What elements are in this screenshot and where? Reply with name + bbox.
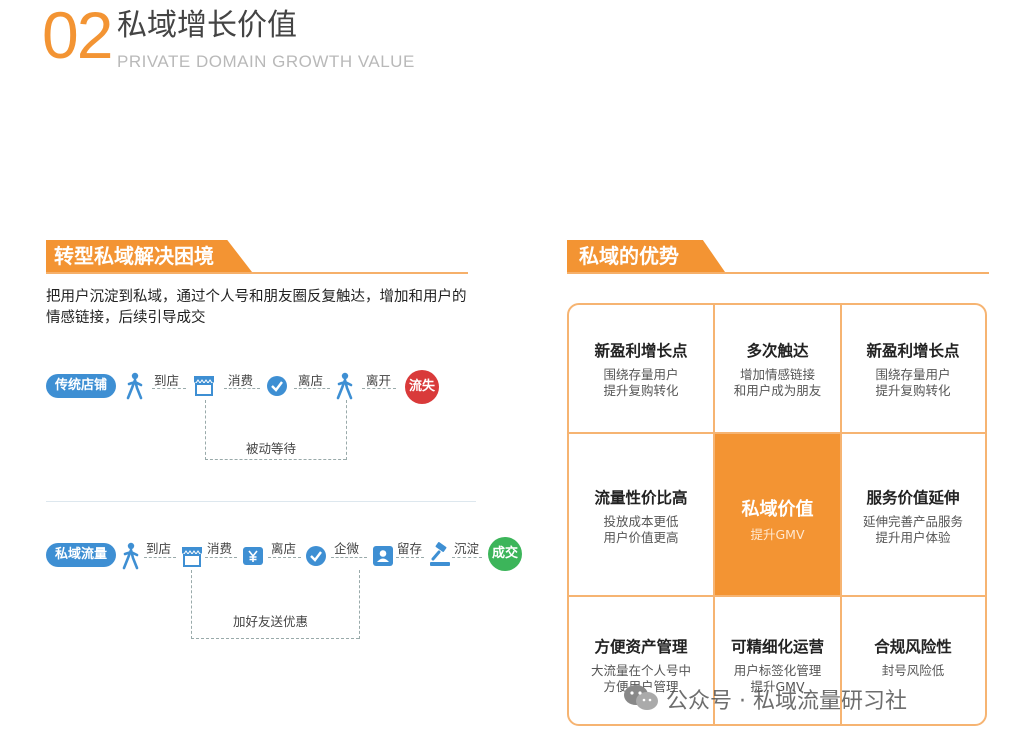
section-number: 02 [42,0,113,72]
flow-step-label: 消费 [228,373,254,388]
store-icon [180,545,204,571]
advantage-desc: 提升用户体验 [875,530,951,545]
advantage-cell-highlight: 私域价值 提升GMV [714,495,841,543]
loop-label: 加好友送优惠 [233,614,309,629]
loop-line-right [346,400,347,460]
advantage-title: 新盈利增长点 [866,342,960,360]
page-title: 私域增长价值 [117,8,297,43]
wechat-icon [622,683,660,717]
advantage-desc: 提升GMV [750,527,805,542]
advantage-desc: 增加情感链接 [739,367,815,382]
advantage-desc: 封号风险低 [881,663,945,678]
grid-line [569,595,985,597]
advantages-grid [567,303,987,726]
flow-step-label: 到店 [146,541,172,556]
flow-connector [205,557,237,559]
flow-step-label: 离店 [298,373,324,388]
private-traffic-pill: 私域流量 [46,543,116,567]
flow-connector [294,388,330,390]
flow-connector [152,388,186,390]
advantage-desc: 和用户成为朋友 [733,383,822,398]
right-section-header: 私域的优势 [567,240,989,274]
advantage-desc: 大流量在个人号中 [590,663,691,678]
checkmark-icon [305,545,327,571]
advantage-title: 可精细化运营 [730,638,824,656]
flow-connector [452,557,482,559]
loop-line-left [191,570,192,639]
intro-text: 把用户沉淀到私域，通过个人号和朋友圈反复触达，增加和用户的情感链接，后续引导成交 [46,289,467,326]
flow-connector [144,557,176,559]
traditional-store-pill: 传统店铺 [46,374,116,398]
flow-step-label: 到店 [154,373,180,388]
advantage-title: 私域价值 [741,499,814,520]
advantage-title: 服务价值延伸 [866,489,960,507]
loss-circle: 流失 [405,370,439,404]
advantage-cell: 合规风险性 封号风险低 [841,635,985,679]
flow-step-label: 消费 [207,541,233,556]
advantage-desc: 用户标签化管理 [733,663,822,678]
loop-line-right [359,570,360,639]
left-section-header: 转型私域解决困境 [46,240,468,274]
flow-step-label: 沉淀 [454,541,480,556]
advantage-desc: 围绕存量用户 [875,367,951,382]
flow-connector [331,557,367,559]
advantage-cell: 新盈利增长点 围绕存量用户 提升复购转化 [569,339,713,399]
loop-line-bottom [191,638,359,640]
flow-step-label: 留存 [397,541,423,556]
walker-icon [334,372,356,404]
advantage-desc: 提升复购转化 [603,383,679,398]
page-subtitle: PRIVATE DOMAIN GROWTH VALUE [117,52,415,71]
flow-connector [224,388,260,390]
advantage-cell: 服务价值延伸 延伸完善产品服务 提升用户体验 [841,486,985,546]
right-section-title: 私域的优势 [567,240,725,272]
flow-connector [396,557,424,559]
advantage-title: 合规风险性 [874,638,952,656]
flow-connector [362,388,396,390]
left-section-title: 转型私域解决困境 [46,240,252,272]
flow-connector [268,557,301,559]
advantage-cell: 多次触达 增加情感链接 和用户成为朋友 [714,339,841,399]
grid-line [713,305,715,724]
watermark-text: 公众号 · 私域流量研习社 [666,689,907,714]
flow-step-label: 离店 [271,541,297,556]
advantage-title: 流量性价比高 [594,489,688,507]
advantages-cells: 新盈利增长点 围绕存量用户 提升复购转化 多次触达 增加情感链接 和用户成为朋友… [569,305,985,724]
advantage-title: 新盈利增长点 [594,342,688,360]
flow-divider [46,501,476,502]
advantage-title: 多次触达 [746,342,809,360]
advantage-cell: 流量性价比高 投放成本更低 用户价值更高 [569,486,713,546]
advantage-desc: 提升复购转化 [875,383,951,398]
store-icon [192,374,216,400]
grid-line [840,305,842,724]
walker-icon [124,372,146,404]
advantage-cell: 新盈利增长点 围绕存量用户 提升复购转化 [841,339,985,399]
gavel-icon [428,542,452,572]
contact-card-icon [372,545,394,571]
loop-line-left [205,400,206,460]
advantage-desc: 投放成本更低 [603,514,679,529]
advantage-desc: 延伸完善产品服务 [862,514,963,529]
advantage-cell: 可精细化运营 用户标签化管理 提升GMV [714,635,841,695]
highlight-cell-bg [714,433,841,596]
walker-icon [120,542,142,574]
yuan-icon [242,546,264,570]
flow-step-label: 离开 [366,373,392,388]
flow-step-label: 企微 [334,541,360,556]
left-section-underline [46,272,468,274]
right-section-underline [567,272,989,274]
advantage-desc: 提升GMV [750,679,805,694]
checkmark-icon [266,375,288,401]
grid-line [569,432,985,434]
advantage-title: 方便资产管理 [594,638,688,656]
advantage-desc: 围绕存量用户 [603,367,679,382]
advantage-desc: 用户价值更高 [603,530,679,545]
loop-line-bottom [205,459,346,461]
deal-circle: 成交 [488,537,522,571]
loop-label: 被动等待 [246,441,297,456]
